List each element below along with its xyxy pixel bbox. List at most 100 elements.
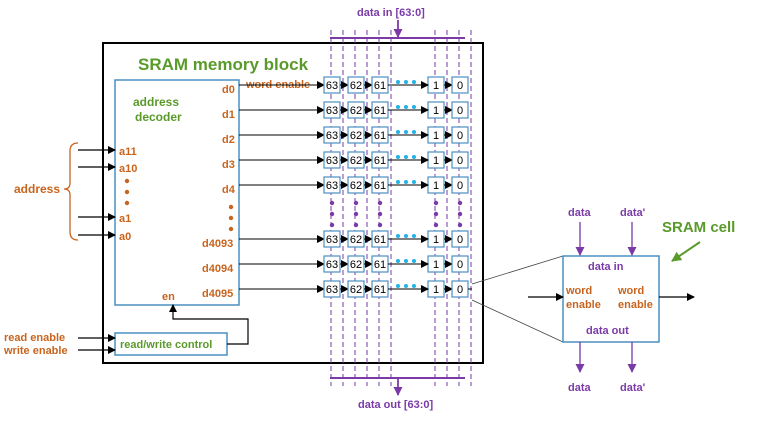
cell-bit-index: 1 (433, 284, 439, 296)
cell-bit-index: 63 (326, 180, 338, 192)
cell-bit-index: 0 (457, 155, 463, 167)
memory-cell (451, 230, 469, 248)
cell-bit-index: 62 (350, 180, 362, 192)
read-enable-label: read enable (4, 332, 65, 344)
decoder-enable-label: en (162, 291, 175, 303)
cell-bit-index: 62 (350, 130, 362, 142)
row-ellipsis-dot (457, 211, 463, 217)
output-ellipsis-dot (228, 215, 234, 221)
row-ellipsis-dot (329, 211, 335, 217)
cell-word-enable-right-2: enable (618, 299, 653, 311)
row-ellipsis-dot (329, 222, 335, 228)
column-ellipsis-dot (404, 80, 408, 84)
zoom-line-top (471, 255, 564, 285)
input-ellipsis-dot (124, 189, 130, 195)
row-ellipsis-dot (353, 222, 359, 228)
column-ellipsis-dot (396, 80, 400, 84)
cell-bit-index: 0 (457, 180, 463, 192)
memory-cell (451, 126, 469, 144)
column-ellipsis-dot (412, 234, 416, 238)
cell-word-enable-left-1: word (565, 285, 592, 297)
decoder-title-line2: decoder (135, 110, 182, 124)
column-ellipsis-dot (412, 259, 416, 263)
row-ellipsis-dot (329, 200, 335, 206)
column-ellipsis-dot (396, 259, 400, 263)
address-brace (63, 142, 79, 241)
cell-bit-index: 63 (326, 80, 338, 92)
cell-bit-index: 63 (326, 105, 338, 117)
data-out-label: data out [63:0] (358, 399, 434, 411)
output-d2: d2 (222, 134, 235, 146)
cell-data-in: data in (588, 261, 624, 273)
column-ellipsis-dot (404, 284, 408, 288)
memory-cell (451, 151, 469, 169)
cell-bit-index: 62 (350, 155, 362, 167)
rw-to-enable-wire (169, 304, 249, 345)
cell-bit-index: 61 (374, 234, 386, 246)
cell-bit-index: 62 (350, 234, 362, 246)
output-d4093: d4093 (202, 238, 233, 250)
cell-bottom-data-bar: data' (620, 382, 646, 394)
cell-bit-index: 1 (433, 130, 439, 142)
output-d3: d3 (222, 159, 235, 171)
column-ellipsis-dot (412, 105, 416, 109)
cell-bit-index: 61 (374, 180, 386, 192)
cell-word-enable-left-2: enable (566, 299, 601, 311)
column-ellipsis-dot (396, 155, 400, 159)
cell-bit-index: 0 (457, 105, 463, 117)
cell-top-data-bar: data' (620, 207, 646, 219)
cell-bit-index: 61 (374, 284, 386, 296)
input-ellipsis-dot (124, 178, 130, 184)
cell-bit-index: 61 (374, 80, 386, 92)
row-ellipsis-dot (433, 222, 439, 228)
column-ellipsis-dot (404, 105, 408, 109)
column-ellipsis-dot (396, 105, 400, 109)
cell-top-data: data (568, 207, 592, 219)
data-in-label: data in [63:0] (357, 7, 425, 19)
cell-bit-index: 1 (433, 155, 439, 167)
output-ellipsis-dot (228, 226, 234, 232)
cell-bit-index: 61 (374, 130, 386, 142)
cell-bit-index: 61 (374, 105, 386, 117)
column-ellipsis-dot (404, 130, 408, 134)
row-ellipsis-dot (353, 211, 359, 217)
input-ellipsis-dot (124, 200, 130, 206)
column-ellipsis-dot (404, 180, 408, 184)
column-ellipsis-dot (412, 80, 416, 84)
column-ellipsis-dot (396, 284, 400, 288)
row-ellipsis-dot (457, 222, 463, 228)
column-ellipsis-dot (396, 180, 400, 184)
column-ellipsis-dot (404, 259, 408, 263)
cell-bottom-data: data (568, 382, 592, 394)
cell-bit-index: 63 (326, 155, 338, 167)
cell-data-out: data out (586, 325, 629, 337)
rw-control-label: read/write control (120, 339, 212, 351)
cell-bit-index: 1 (433, 180, 439, 192)
cell-bit-index: 62 (350, 259, 362, 271)
column-ellipsis-dot (412, 130, 416, 134)
row-ellipsis-dot (377, 222, 383, 228)
column-ellipsis-dot (404, 234, 408, 238)
row-ellipsis-dot (377, 200, 383, 206)
column-ellipsis-dot (412, 180, 416, 184)
cell-bit-index: 61 (374, 259, 386, 271)
cell-bit-index: 1 (433, 80, 439, 92)
memory-cell (451, 176, 469, 194)
input-a10: a10 (119, 163, 137, 175)
output-ellipsis-dot (228, 204, 234, 210)
cell-bit-index: 1 (433, 234, 439, 246)
row-ellipsis-dot (457, 200, 463, 206)
memory-cell (451, 76, 469, 94)
output-d0: d0 (222, 84, 235, 96)
input-a1: a1 (119, 213, 131, 225)
row-ellipsis-dot (433, 200, 439, 206)
column-ellipsis-dot (396, 130, 400, 134)
output-d4095: d4095 (202, 288, 233, 300)
cell-bit-index: 61 (374, 155, 386, 167)
cell-bit-index: 63 (326, 130, 338, 142)
output-d4: d4 (222, 184, 236, 196)
sram-block-frame (102, 42, 484, 364)
sram-cell-title: SRAM cell (662, 219, 735, 236)
cell-bit-index: 0 (457, 80, 463, 92)
